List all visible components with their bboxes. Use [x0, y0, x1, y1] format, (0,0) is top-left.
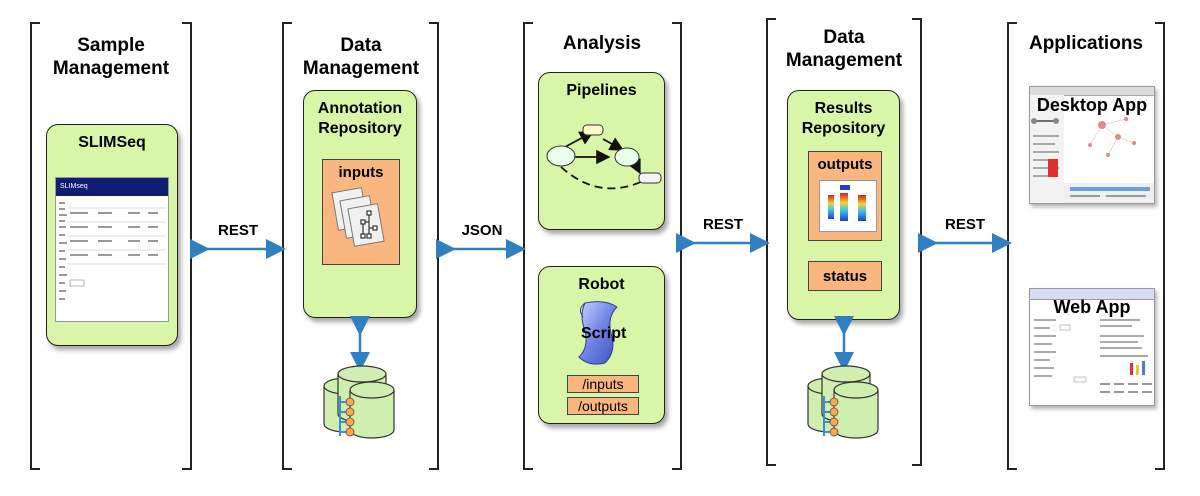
results-repository-title-line2: Repository — [801, 120, 886, 137]
inputs-panel[interactable]: inputs — [322, 159, 400, 265]
web-app-title: Web App — [1053, 297, 1131, 317]
annotation-database-icon — [323, 316, 395, 439]
outputs-label: outputs — [817, 156, 873, 173]
slimseq-screenshot-body — [59, 202, 166, 300]
script-scroll-icon — [578, 301, 618, 365]
sample-management-title: Sample Management — [40, 34, 182, 80]
pipeline-graph-icon — [546, 124, 662, 190]
robot-outputs-label: /outputs — [578, 398, 628, 414]
rest-label-2: REST — [702, 216, 743, 233]
status-label: status — [822, 268, 868, 285]
rest-label-1: REST — [217, 222, 258, 239]
outputs-chart-thumbnail — [819, 180, 877, 232]
data-management-left-title-line1: Data — [340, 35, 382, 56]
desktop-app-screenshot[interactable]: Desktop App — [1029, 86, 1155, 204]
annotation-repository-box[interactable]: Annotation Repository inputs — [303, 90, 417, 318]
inputs-label: inputs — [338, 164, 384, 181]
pipelines-box[interactable]: Pipelines — [538, 72, 665, 230]
robot-box[interactable]: Robot Script /inputs /outputs — [538, 266, 665, 424]
results-repository-title-line1: Results — [814, 100, 873, 117]
slimseq-screenshot-header: SLIMseq — [56, 178, 168, 196]
documents-icon — [331, 187, 385, 247]
annotation-repository-title-line1: Annotation — [317, 100, 403, 117]
data-management-right-title-line1: Data — [823, 27, 865, 48]
pipelines-title: Pipelines — [566, 82, 637, 99]
desktop-app-title: Desktop App — [1036, 95, 1148, 115]
robot-outputs-path[interactable]: /outputs — [567, 397, 639, 415]
data-management-left-title-line2: Management — [302, 58, 420, 79]
results-database-icon — [807, 316, 879, 439]
data-management-right-title-line2: Management — [785, 50, 903, 71]
robot-inputs-path[interactable]: /inputs — [567, 375, 639, 393]
rest-label-3: REST — [944, 216, 985, 233]
desktop-app-content — [1030, 95, 1154, 203]
slimseq-box[interactable]: SLIMSeq SLIMseq — [46, 124, 178, 346]
sample-management-title-line1: Sample — [77, 35, 145, 56]
data-management-left-title: Data Management — [290, 34, 432, 80]
json-label: JSON — [461, 222, 503, 239]
slimseq-title: SLIMSeq — [78, 134, 146, 151]
desktop-app-titlebar — [1030, 87, 1154, 96]
applications-title: Applications — [1014, 32, 1158, 55]
annotation-repository-title-line2: Repository — [318, 120, 402, 137]
slimseq-screenshot: SLIMseq — [55, 177, 169, 322]
web-app-topbar — [1030, 289, 1154, 300]
annotation-repository-title: Annotation Repository — [304, 99, 416, 139]
robot-title: Robot — [578, 276, 625, 293]
results-repository-title: Results Repository — [788, 99, 899, 139]
results-repository-box[interactable]: Results Repository outputs — [787, 90, 900, 320]
status-panel[interactable]: status — [808, 261, 882, 291]
analysis-title-text: Analysis — [562, 33, 642, 54]
web-app-content — [1034, 319, 1152, 393]
web-app-screenshot[interactable]: Web App — [1029, 288, 1155, 406]
sample-management-title-line2: Management — [52, 58, 170, 79]
data-management-right-title: Data Management — [772, 26, 916, 72]
analysis-title: Analysis — [530, 32, 674, 55]
outputs-panel[interactable]: outputs — [808, 151, 882, 241]
script-label: Script — [581, 325, 627, 342]
robot-inputs-label: /inputs — [582, 376, 624, 392]
applications-title-text: Applications — [1028, 33, 1143, 54]
